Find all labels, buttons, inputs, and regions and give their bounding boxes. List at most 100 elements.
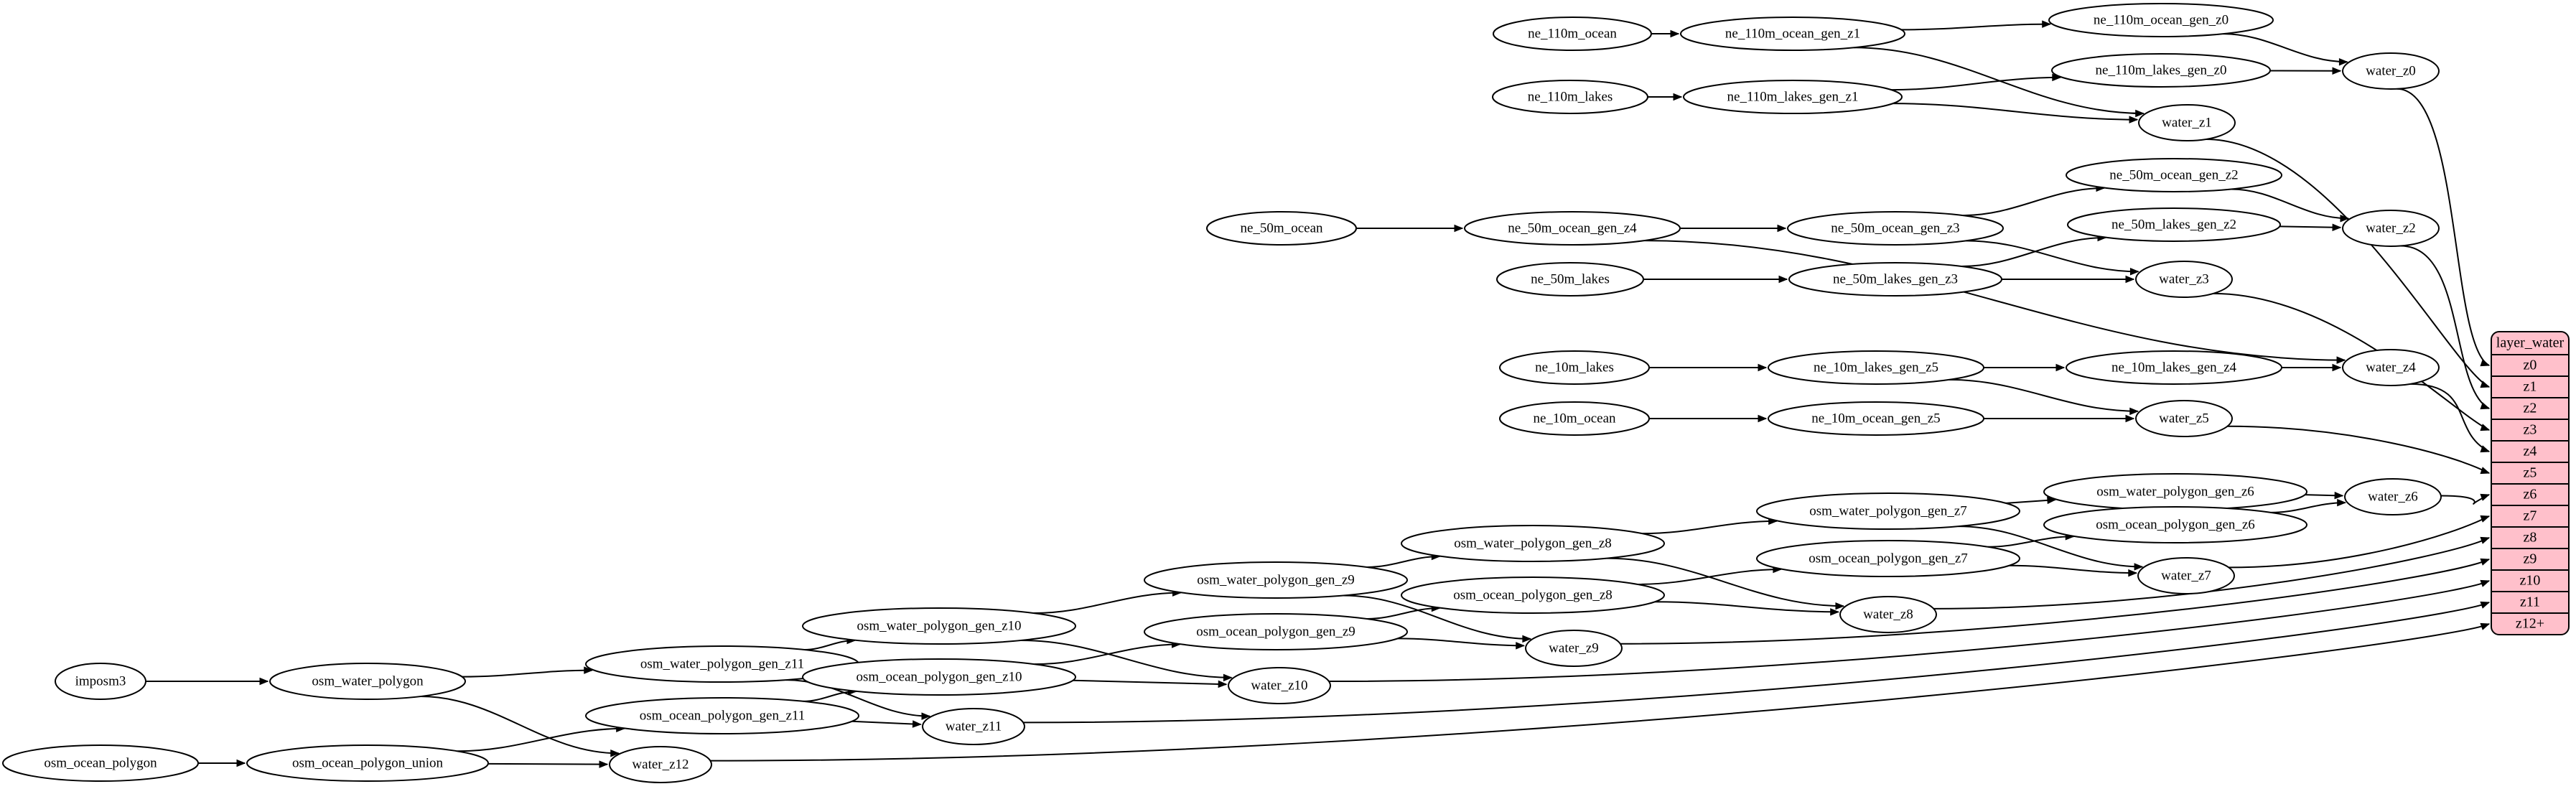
graph-node[interactable]: ne_50m_lakes_gen_z3 <box>1788 262 2002 297</box>
table-row[interactable]: z12+ <box>2516 616 2544 632</box>
table-row[interactable]: z6 <box>2524 487 2537 503</box>
node-ellipse[interactable] <box>2344 478 2442 515</box>
node-ellipse[interactable] <box>55 663 146 700</box>
graph-node[interactable]: osm_ocean_polygon_gen_z8 <box>1401 576 1665 614</box>
graph-node[interactable]: ne_110m_ocean_gen_z0 <box>2048 3 2274 37</box>
graph-node[interactable]: ne_50m_ocean <box>1206 211 1357 246</box>
table-row[interactable]: z11 <box>2520 594 2540 610</box>
node-ellipse[interactable] <box>2066 350 2282 385</box>
graph-node[interactable]: osm_water_polygon <box>269 663 466 700</box>
graph-node[interactable]: osm_water_polygon_gen_z10 <box>802 607 1076 645</box>
node-ellipse[interactable] <box>2342 349 2440 386</box>
node-ellipse[interactable] <box>1401 525 1665 562</box>
graph-node[interactable]: osm_water_polygon_gen_z8 <box>1401 525 1665 562</box>
node-ellipse[interactable] <box>2048 3 2274 37</box>
graph-node[interactable]: osm_ocean_polygon_gen_z10 <box>802 658 1076 696</box>
graph-node[interactable]: water_z6 <box>2344 478 2442 515</box>
graph-node[interactable]: water_z3 <box>2135 261 2233 298</box>
graph-node[interactable]: ne_110m_lakes_gen_z0 <box>2051 53 2271 88</box>
graph-node[interactable]: ne_110m_lakes <box>1492 80 1648 114</box>
table-row[interactable]: z4 <box>2524 444 2537 459</box>
node-ellipse[interactable] <box>802 658 1076 696</box>
graph-node[interactable]: water_z7 <box>2137 557 2235 594</box>
node-ellipse[interactable] <box>1788 262 2002 297</box>
node-ellipse[interactable] <box>269 663 466 700</box>
node-ellipse[interactable] <box>2342 210 2440 247</box>
graph-node[interactable]: water_z2 <box>2342 210 2440 247</box>
node-ellipse[interactable] <box>1768 401 1984 436</box>
node-ellipse[interactable] <box>802 607 1076 645</box>
node-ellipse[interactable] <box>2 744 199 782</box>
graph-node[interactable]: osm_ocean_polygon_gen_z11 <box>585 697 859 734</box>
node-ellipse[interactable] <box>2135 261 2233 298</box>
node-ellipse[interactable] <box>1206 211 1357 246</box>
graph-node[interactable]: ne_50m_lakes <box>1496 262 1644 297</box>
node-ellipse[interactable] <box>246 744 489 782</box>
node-ellipse[interactable] <box>1496 262 1644 297</box>
node-ellipse[interactable] <box>1787 211 2004 246</box>
node-ellipse[interactable] <box>2342 52 2440 90</box>
node-ellipse[interactable] <box>1144 561 1408 599</box>
table-row[interactable]: z0 <box>2524 358 2537 373</box>
graph-node[interactable]: water_z4 <box>2342 349 2440 386</box>
table-row[interactable]: z5 <box>2524 465 2537 481</box>
graph-node[interactable]: water_z8 <box>1839 596 1937 633</box>
node-ellipse[interactable] <box>1768 350 1984 385</box>
graph-node[interactable]: ne_50m_lakes_gen_z2 <box>2067 207 2281 242</box>
graph-node[interactable]: ne_110m_ocean <box>1493 17 1652 51</box>
node-ellipse[interactable] <box>1499 350 1650 385</box>
node-ellipse[interactable] <box>2051 53 2271 88</box>
table-row[interactable]: z3 <box>2524 422 2537 438</box>
table-row[interactable]: z1 <box>2524 379 2537 395</box>
table-row[interactable]: z9 <box>2524 551 2537 567</box>
node-ellipse[interactable] <box>2043 506 2307 543</box>
node-ellipse[interactable] <box>1756 492 2020 530</box>
graph-node[interactable]: ne_110m_lakes_gen_z1 <box>1683 80 1903 114</box>
graph-node[interactable]: ne_50m_ocean_gen_z3 <box>1787 211 2004 246</box>
table-row[interactable]: z7 <box>2524 508 2537 524</box>
node-ellipse[interactable] <box>609 746 712 783</box>
node-ellipse[interactable] <box>1499 401 1650 436</box>
graph-node[interactable]: ne_50m_ocean_gen_z4 <box>1464 211 1681 246</box>
node-ellipse[interactable] <box>1680 17 1905 51</box>
graph-node[interactable]: imposm3 <box>55 663 146 700</box>
graph-node[interactable]: osm_ocean_polygon <box>2 744 199 782</box>
node-ellipse[interactable] <box>1839 596 1937 633</box>
graph-node[interactable]: ne_10m_lakes_gen_z4 <box>2066 350 2282 385</box>
table-row[interactable]: z10 <box>2520 573 2541 589</box>
graph-node[interactable]: ne_10m_ocean <box>1499 401 1650 436</box>
graph-node[interactable]: osm_water_polygon_gen_z6 <box>2043 473 2307 510</box>
graph-node[interactable]: ne_110m_ocean_gen_z1 <box>1680 17 1905 51</box>
node-ellipse[interactable] <box>2138 104 2236 141</box>
table-row[interactable]: z8 <box>2524 530 2537 546</box>
node-ellipse[interactable] <box>1464 211 1681 246</box>
node-ellipse[interactable] <box>2066 158 2282 192</box>
graph-node[interactable]: water_z0 <box>2342 52 2440 90</box>
node-ellipse[interactable] <box>2137 557 2235 594</box>
node-ellipse[interactable] <box>1228 667 1331 704</box>
node-ellipse[interactable] <box>2135 400 2233 437</box>
graph-node[interactable]: ne_10m_ocean_gen_z5 <box>1768 401 1984 436</box>
node-ellipse[interactable] <box>1401 576 1665 614</box>
node-ellipse[interactable] <box>2067 207 2281 242</box>
graph-node[interactable]: ne_10m_lakes <box>1499 350 1650 385</box>
node-ellipse[interactable] <box>922 708 1025 745</box>
graph-node[interactable]: osm_water_polygon_gen_z7 <box>1756 492 2020 530</box>
graph-node[interactable]: water_z5 <box>2135 400 2233 437</box>
graph-node[interactable]: ne_10m_lakes_gen_z5 <box>1768 350 1984 385</box>
graph-node[interactable]: osm_water_polygon_gen_z9 <box>1144 561 1408 599</box>
node-ellipse[interactable] <box>1525 630 1623 667</box>
graph-node[interactable]: water_z10 <box>1228 667 1331 704</box>
node-ellipse[interactable] <box>1492 80 1648 114</box>
graph-node[interactable]: osm_ocean_polygon_gen_z7 <box>1756 540 2020 577</box>
graph-node[interactable]: osm_ocean_polygon_gen_z9 <box>1144 613 1408 650</box>
node-ellipse[interactable] <box>1144 613 1408 650</box>
graph-node[interactable]: ne_50m_ocean_gen_z2 <box>2066 158 2282 192</box>
graph-node[interactable]: water_z1 <box>2138 104 2236 141</box>
graph-node[interactable]: osm_ocean_polygon_union <box>246 744 489 782</box>
graph-node[interactable]: water_z12 <box>609 746 712 783</box>
graph-node[interactable]: osm_water_polygon_gen_z11 <box>585 645 859 683</box>
layer-water-table[interactable]: layer_waterz0z1z2z3z4z5z6z7z8z9z10z11z12… <box>2491 331 2570 635</box>
table-row[interactable]: z2 <box>2524 401 2537 416</box>
node-ellipse[interactable] <box>1683 80 1903 114</box>
